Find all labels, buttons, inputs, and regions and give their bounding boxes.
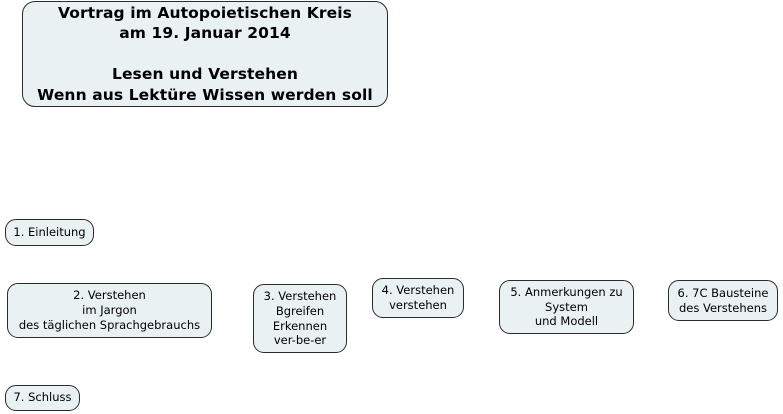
- agenda-item-1-einleitung[interactable]: 1. Einleitung: [5, 219, 94, 246]
- agenda-item-2-verstehen-im-jargon[interactable]: 2. Verstehen im Jargon des täglichen Spr…: [7, 283, 212, 338]
- presentation-title-box: Vortrag im Autopoietischen Kreis am 19. …: [22, 1, 388, 107]
- presentation-title-text: Vortrag im Autopoietischen Kreis am 19. …: [37, 3, 373, 104]
- agenda-item-6-bausteine-des-verstehens[interactable]: 6. 7C Bausteine des Verstehens: [668, 280, 778, 321]
- agenda-item-5-label: 5. Anmerkungen zu System und Modell: [510, 284, 623, 329]
- agenda-item-7-label: 7. Schluss: [13, 390, 72, 405]
- agenda-item-4-verstehen-verstehen[interactable]: 4. Verstehen verstehen: [372, 278, 464, 318]
- agenda-item-4-label: 4. Verstehen verstehen: [381, 283, 455, 312]
- agenda-item-3-verstehen-begreifen-erkennen[interactable]: 3. Verstehen Bgreifen Erkennen ver-be-er: [253, 284, 347, 353]
- agenda-item-5-anmerkungen-system-modell[interactable]: 5. Anmerkungen zu System und Modell: [499, 280, 634, 334]
- agenda-item-6-label: 6. 7C Bausteine des Verstehens: [677, 285, 769, 315]
- agenda-item-1-label: 1. Einleitung: [13, 224, 86, 239]
- agenda-item-2-label: 2. Verstehen im Jargon des täglichen Spr…: [18, 288, 201, 332]
- agenda-item-3-label: 3. Verstehen Bgreifen Erkennen ver-be-er: [263, 288, 337, 348]
- agenda-item-7-schluss[interactable]: 7. Schluss: [5, 385, 80, 411]
